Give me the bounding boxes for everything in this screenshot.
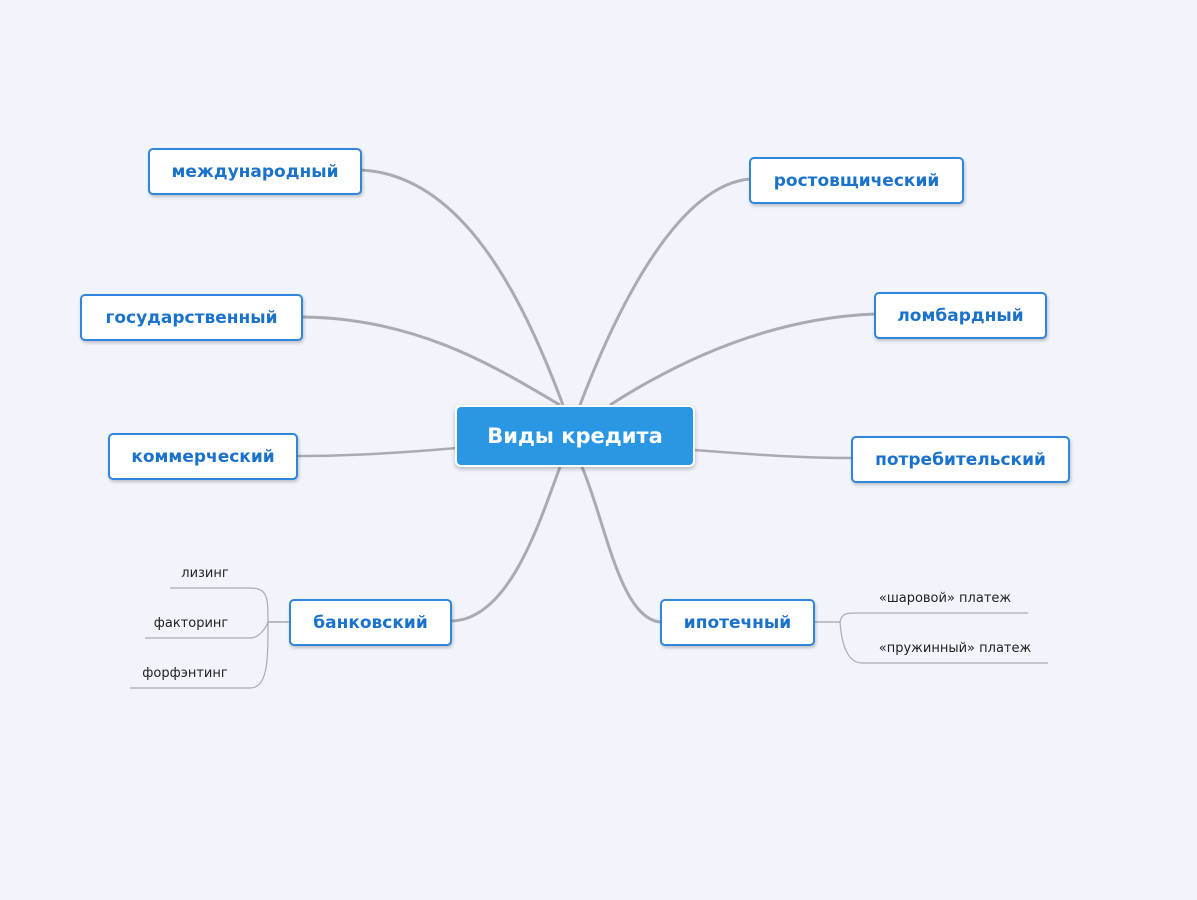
branch-label: потребительский: [875, 449, 1046, 470]
connector-consumer: [693, 448, 853, 460]
branch-pawn[interactable]: ломбардный: [874, 292, 1047, 339]
root-label: Виды кредита: [487, 424, 663, 448]
subtopic-label: форфэнтинг: [142, 666, 228, 681]
subtopic-forfaiting[interactable]: форфэнтинг: [130, 666, 240, 682]
branch-label: международный: [171, 161, 339, 182]
connector-mortgage-balloon: [814, 612, 1028, 623]
connector-mortgage-spring: [814, 621, 1048, 664]
branch-label: ростовщический: [773, 170, 940, 191]
branch-usurious[interactable]: ростовщический: [749, 157, 964, 204]
root-node-credit-types[interactable]: Виды кредита: [455, 405, 695, 467]
connector-banking: [450, 466, 562, 623]
subtopic-label: лизинг: [181, 566, 229, 581]
branch-label: коммерческий: [131, 446, 275, 467]
connector-international: [360, 168, 565, 406]
subtopic-label: «пружинный» платеж: [878, 641, 1032, 656]
branch-consumer[interactable]: потребительский: [851, 436, 1070, 483]
subtopic-factoring[interactable]: факторинг: [145, 616, 237, 632]
connector-usurious: [578, 177, 751, 406]
connector-state: [301, 315, 561, 407]
connector-pawn: [609, 312, 876, 407]
branch-banking[interactable]: банковский: [289, 599, 452, 646]
branch-label: государственный: [105, 307, 278, 328]
branch-mortgage[interactable]: ипотечный: [660, 599, 815, 646]
subtopic-label: «шаровой» платеж: [878, 591, 1012, 606]
branch-label: банковский: [313, 612, 428, 633]
branch-commercial[interactable]: коммерческий: [108, 433, 298, 480]
subtopic-label: факторинг: [153, 616, 229, 631]
branch-label: ломбардный: [897, 305, 1024, 326]
subtopic-balloon-payment[interactable]: «шаровой» платеж: [862, 591, 1028, 607]
connector-mortgage: [580, 466, 662, 624]
connector-banking-forfaiting: [130, 621, 290, 689]
subtopic-leasing[interactable]: лизинг: [170, 566, 240, 582]
subtopic-spring-payment[interactable]: «пружинный» платеж: [862, 641, 1048, 657]
branch-state[interactable]: государственный: [80, 294, 303, 341]
connector-commercial: [297, 446, 458, 458]
branch-label: ипотечный: [683, 612, 792, 633]
branch-international[interactable]: международный: [148, 148, 362, 195]
